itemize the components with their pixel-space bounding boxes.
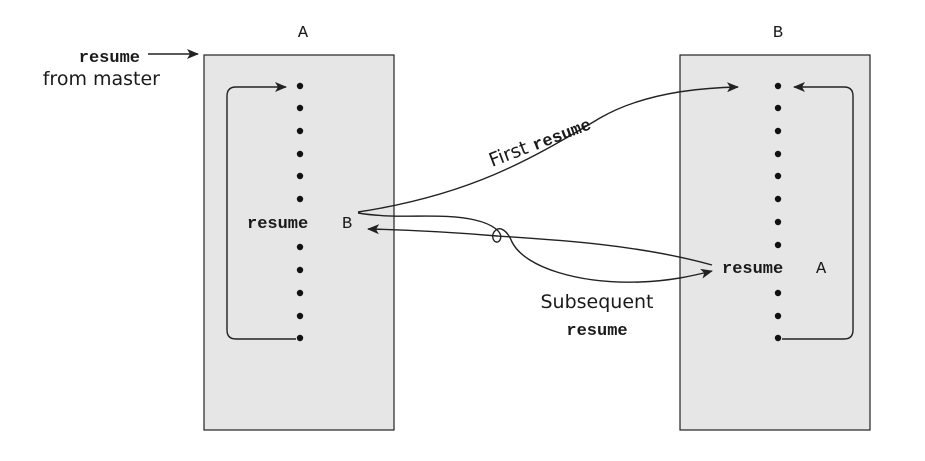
first-resume-keyword: resume	[530, 116, 594, 156]
coroutine-b-box	[679, 54, 871, 431]
subsequent-resume-arrow	[357, 212, 713, 283]
coroutine-a-dots	[296, 82, 304, 342]
coroutine-b-resume-target: A	[816, 260, 827, 279]
coroutine-b-loop-arrow	[782, 82, 854, 340]
coroutine-a-box	[203, 54, 395, 431]
coroutine-a-resume-keyword: resume	[247, 215, 308, 234]
subsequent-return-arrow	[367, 224, 713, 266]
coroutine-b-title: B	[773, 24, 783, 43]
first-resume-arrow	[357, 82, 739, 213]
coroutine-b-resume-keyword: resume	[722, 260, 783, 279]
coroutine-b-dots	[774, 82, 782, 342]
subsequent-resume-line1: Subsequent	[540, 291, 653, 313]
first-resume-label: First resume	[486, 116, 594, 172]
coroutine-a-resume-target: B	[342, 215, 352, 234]
entry-from-master: from master	[43, 68, 160, 90]
entry-resume-keyword: resume	[79, 49, 140, 68]
subsequent-resume-keyword: resume	[566, 322, 627, 341]
coroutine-a-loop-arrow	[226, 82, 296, 340]
first-resume-prefix: First	[486, 137, 531, 172]
coroutine-a-title: A	[298, 24, 309, 43]
